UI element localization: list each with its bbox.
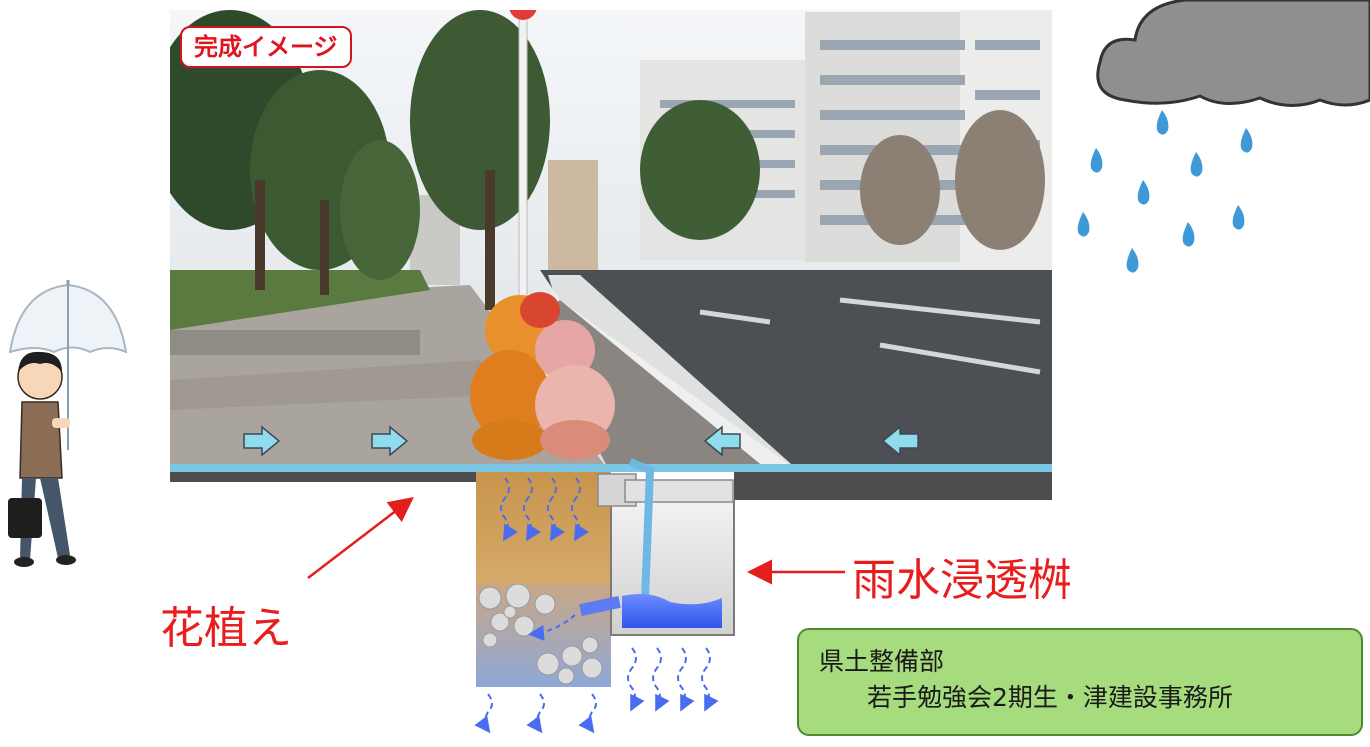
raindrop-icon bbox=[1182, 222, 1195, 247]
flower-pointer-arrow bbox=[307, 496, 414, 579]
credit-group: 若手勉強会2期生・津建設事務所 bbox=[867, 683, 1233, 712]
rain-cloud-icon bbox=[1096, 0, 1370, 107]
raindrop-icon bbox=[1137, 180, 1150, 205]
gravel-stones bbox=[478, 583, 603, 685]
credit-department: 県土整備部 bbox=[819, 647, 945, 676]
street-photo bbox=[170, 10, 1052, 472]
flow-arrow-icon bbox=[881, 425, 919, 457]
flow-arrows-surface bbox=[243, 425, 919, 457]
raindrop-icon bbox=[1232, 205, 1245, 230]
umbrella-person-icon bbox=[8, 280, 128, 567]
raindrop-icon bbox=[1126, 248, 1139, 273]
flow-arrow-icon bbox=[703, 425, 741, 457]
flow-arrow-icon bbox=[243, 425, 281, 457]
raindrop-icon bbox=[1156, 110, 1169, 135]
completion-image-label: 完成イメージ bbox=[180, 26, 352, 68]
flower-bed bbox=[470, 292, 615, 460]
raindrop-icon bbox=[1240, 128, 1253, 153]
flow-arrow-icon bbox=[371, 425, 409, 457]
raindrop-icon bbox=[1190, 152, 1203, 177]
raindrop-icon bbox=[1090, 148, 1103, 173]
infiltration-arrows bbox=[474, 477, 719, 734]
credit-box: 県土整備部 若手勉強会2期生・津建設事務所 bbox=[797, 628, 1363, 736]
raindrops bbox=[1077, 110, 1253, 273]
flower-planting-label: 花植え bbox=[160, 603, 292, 654]
cross-section bbox=[476, 458, 735, 687]
raindrop-icon bbox=[1077, 212, 1090, 237]
infiltration-basin-label: 雨水浸透桝 bbox=[852, 555, 1072, 606]
